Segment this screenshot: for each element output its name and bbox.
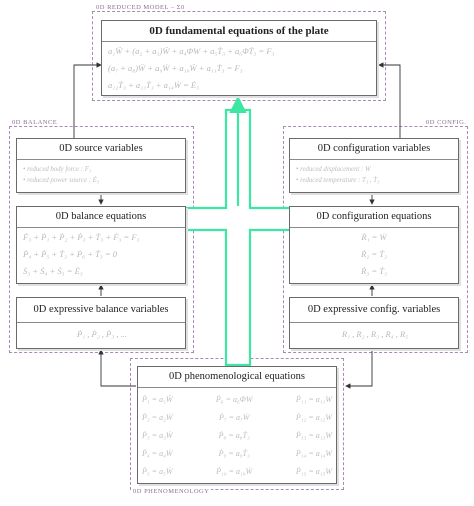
phenomenological-equations-title: 0D phenomenological equations (138, 367, 336, 388)
source-variable-item: • reduced body force : F₃ (23, 166, 92, 173)
phenomenological-equation: Ṗ₁₅ = a₁₅W (295, 467, 332, 476)
configuration-equation-1: Ṙ₁ = Ẇ (361, 232, 387, 242)
balance-equations-box: 0D balance equations Ḟ₃ + Ṗ₁ + Ṗ₂ + Ṗ₃ +… (16, 206, 186, 284)
phenomenological-equation: Ṗ₁ = a₁Ẅ (142, 395, 173, 404)
config-region-label: 0D CONFIG. (424, 119, 469, 126)
source-variables-box: 0D source variables • reduced body force… (16, 138, 186, 193)
phenomenological-equation: Ṗ₁₂ = a₁₂W (295, 413, 332, 422)
phenomenological-equation: Ṗ₈ = a₈Ṫ₃ (218, 431, 250, 440)
balance-equation-2: Ṗ₄ + Ṗ₅ + Ṫ₃ + Ṗ₆ + Ṫ₃ = 0 (23, 249, 117, 259)
balance-equations-title: 0D balance equations (17, 207, 185, 228)
phenomenological-equation: Ṗ₆ = a₆ΦW (215, 395, 253, 404)
phenomenological-equations-box: 0D phenomenological equations Ṗ₁ = a₁Ẅ Ṗ… (137, 366, 337, 484)
fundamental-equation-1: a₁Ẅ + (a₂ + a₃)Ẅ + a₄ΦW + a₅Ṫ₃ + a₆ΦṪ₃ =… (108, 46, 275, 56)
arrow-config-to-fundamental (378, 62, 401, 138)
arrow-source-to-fundamental (73, 62, 102, 138)
phenomenological-equation: Ṗ₂ = a₂Ẇ (142, 413, 173, 422)
expressive-config-box: 0D expressive config. variables R₁ , R₂ … (289, 297, 459, 349)
configuration-variable-item: • reduced displacement : W (296, 166, 371, 173)
expressive-balance-title: 0D expressive balance variables (17, 298, 185, 323)
phenomenological-equation: Ṗ₇ = a₇Ẇ (218, 413, 250, 422)
expressive-balance-values: Ṗ₁ , Ṗ₂ , Ṗ₃ , ... (77, 329, 127, 339)
phenomenology-region-label: 0D PHENOMENOLOGY (131, 488, 212, 495)
source-variable-item: • reduced power source : Ė₃ (23, 177, 100, 184)
configuration-equation-3: Ṙ₃ = Ṫ₃ (361, 266, 387, 276)
phenomenological-equation: Ṗ₄ = a₄Ẇ (142, 449, 173, 458)
phenomenological-equation: Ṗ₁₁ = a₁₁W (295, 395, 332, 404)
phenomenological-equations-body: Ṗ₁ = a₁Ẅ Ṗ₆ = a₆ΦW Ṗ₁₁ = a₁₁W Ṗ₂ = a₂Ẇ Ṗ… (142, 395, 332, 485)
expressive-balance-box: 0D expressive balance variables Ṗ₁ , Ṗ₂ … (16, 297, 186, 349)
phenomenological-row: Ṗ₃ = a₃Ẇ Ṗ₈ = a₈Ṫ₃ Ṗ₁₃ = a₁₃W (142, 431, 332, 449)
phenomenological-equation: Ṗ₁₃ = a₁₃W (295, 431, 332, 440)
phenomenological-equation: Ṗ₃ = a₃Ẇ (142, 431, 173, 440)
phenomenological-row: Ṗ₄ = a₄Ẇ Ṗ₉ = a₉Ṫ₃ Ṗ₁₄ = a₁₄W (142, 449, 332, 467)
phenomenological-row: Ṗ₅ = a₅Ẇ Ṗ₁₀ = a₁₀Ẇ Ṗ₁₅ = a₁₅W (142, 467, 332, 485)
reduced-model-region-label: 0D REDUCED MODEL – Σ0 (94, 4, 187, 11)
configuration-variable-item: • reduced temperature : T₃ , Ṫ₃ (296, 177, 380, 184)
arrow-phenom-to-expbal (98, 349, 136, 387)
fundamental-equation-2: (a₇ + a₈)Ẅ + a₉Ẇ + a₁₀Ẅ + a₁₁Ṫ₃ = F₃ (108, 63, 243, 73)
expressive-balance-body: Ṗ₁ , Ṗ₂ , Ṗ₃ , ... (23, 326, 181, 343)
fundamental-equations-box: 0D fundamental equations of the plate a₁… (101, 20, 377, 96)
phenomenological-equation: Ṗ₅ = a₅Ẇ (142, 467, 173, 476)
balance-equation-1: Ḟ₃ + Ṗ₁ + Ṗ₂ + Ṗ₃ + Ṫ₃ + Ḟ₃ = F₃ (23, 232, 140, 242)
phenomenological-row: Ṗ₂ = a₂Ẇ Ṗ₇ = a₇Ẇ Ṗ₁₂ = a₁₂W (142, 413, 332, 431)
source-variables-body: • reduced body force : F₃ • reduced powe… (23, 164, 181, 186)
configuration-equations-body: Ṙ₁ = Ẇ Ṙ₂ = Ṫ₃ Ṙ₃ = Ṫ₃ (290, 229, 458, 280)
arrow-expconf-to-phenom (345, 350, 373, 389)
phenomenological-equation: Ṗ₉ = a₉Ṫ₃ (218, 449, 250, 458)
configuration-equations-title: 0D configuration equations (290, 207, 458, 228)
phenomenological-equation: Ṗ₁₄ = a₁₄W (295, 449, 332, 458)
configuration-equation-2: Ṙ₂ = Ṫ₃ (361, 249, 387, 259)
configuration-variables-title: 0D configuration variables (290, 139, 458, 160)
balance-region-label: 0D BALANCE (10, 119, 60, 126)
expressive-config-body: R₁ , R₂ , R₃ , R₄ , R₅ (296, 326, 454, 343)
fundamental-equations-title: 0D fundamental equations of the plate (102, 21, 376, 42)
balance-equation-3: Ṡ₃ + Ṡ₄ + Ṡ₅ = Ė₃ (23, 266, 83, 276)
configuration-equations-box: 0D configuration equations Ṙ₁ = Ẇ Ṙ₂ = Ṫ… (289, 206, 459, 284)
source-variables-title: 0D source variables (17, 139, 185, 160)
fundamental-equation-3: a₁₂Ṫ₃ + a₁₃Ṫ₃ + a₁₄Ẇ = Ė₃ (108, 80, 200, 90)
expressive-config-values: R₁ , R₂ , R₃ , R₄ , R₅ (341, 329, 409, 339)
configuration-variables-box: 0D configuration variables • reduced dis… (289, 138, 459, 193)
balance-equations-body: Ḟ₃ + Ṗ₁ + Ṗ₂ + Ṗ₃ + Ṫ₃ + Ḟ₃ = F₃ Ṗ₄ + Ṗ₅… (23, 229, 181, 280)
expressive-config-title: 0D expressive config. variables (290, 298, 458, 323)
phenomenological-row: Ṗ₁ = a₁Ẅ Ṗ₆ = a₆ΦW Ṗ₁₁ = a₁₁W (142, 395, 332, 413)
configuration-variables-body: • reduced displacement : W • reduced tem… (296, 164, 454, 186)
phenomenological-equation: Ṗ₁₀ = a₁₀Ẇ (216, 467, 253, 476)
config-region (283, 126, 468, 353)
fundamental-equations-body: a₁Ẅ + (a₂ + a₃)Ẅ + a₄ΦW + a₅Ṫ₃ + a₆ΦṪ₃ =… (108, 43, 372, 94)
